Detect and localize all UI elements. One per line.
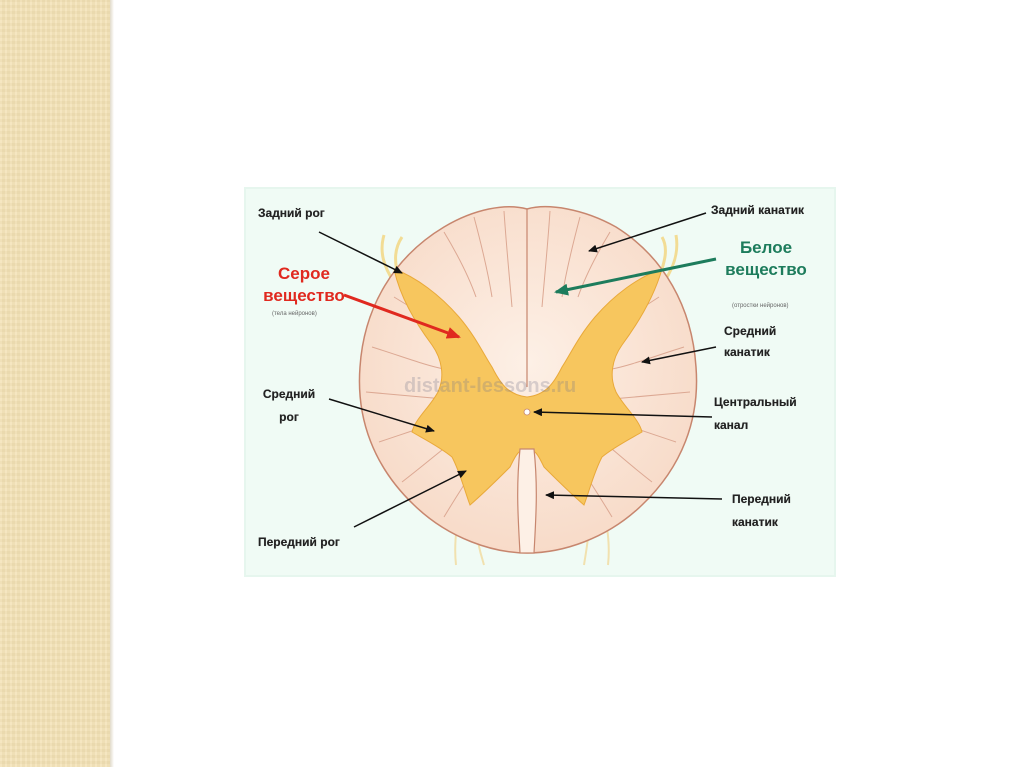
spinal-cord-illustration bbox=[318, 206, 723, 566]
label-white-matter-note: (отростки нейронов) bbox=[732, 303, 789, 309]
side-band-shadow bbox=[110, 0, 114, 767]
anterior-median-fissure bbox=[517, 448, 537, 554]
arrow-posterior-horn bbox=[318, 231, 403, 274]
arrow-middle-horn bbox=[328, 398, 435, 433]
spinal-cord-diagram: distant-lessons.ru Задний рог Серое веще… bbox=[244, 187, 836, 577]
label-central-canal: Центральный канал bbox=[714, 395, 797, 433]
label-anterior-funiculus-line2: канатик bbox=[732, 515, 778, 529]
label-middle-funiculus-line2: канатик bbox=[724, 345, 770, 359]
label-white-matter-line2: вещество bbox=[725, 260, 807, 279]
label-middle-horn: Средний рог bbox=[256, 387, 322, 425]
label-gray-matter-line2: вещество bbox=[263, 286, 345, 305]
label-middle-horn-line2: рог bbox=[279, 410, 299, 424]
label-anterior-funiculus-line1: Передний bbox=[732, 492, 791, 506]
arrow-gray-matter bbox=[343, 293, 461, 339]
pointer-arrows bbox=[318, 212, 723, 528]
label-gray-matter-line1: Серое bbox=[278, 264, 330, 283]
label-white-matter-line1: Белое bbox=[739, 238, 793, 257]
gray-matter-shape bbox=[393, 268, 663, 506]
label-white-matter: Белое вещество bbox=[716, 237, 816, 281]
watermark: distant-lessons.ru bbox=[404, 375, 577, 397]
arrow-central-canal bbox=[533, 408, 713, 418]
central-canal-dot bbox=[523, 408, 531, 416]
label-middle-funiculus-line1: Средний bbox=[724, 324, 777, 338]
arrow-middle-funiculus bbox=[641, 346, 717, 365]
label-posterior-horn: Задний рог bbox=[258, 206, 325, 220]
decorative-side-band bbox=[0, 0, 110, 767]
arrow-anterior-horn bbox=[353, 470, 467, 528]
label-gray-matter-note: (тела нейронов) bbox=[272, 311, 317, 317]
arrow-posterior-funiculus bbox=[588, 212, 707, 253]
label-central-canal-line2: канал bbox=[714, 418, 749, 432]
arrow-anterior-funiculus bbox=[545, 491, 723, 500]
label-middle-funiculus: Средний канатик bbox=[724, 324, 776, 360]
label-gray-matter: Серое вещество bbox=[258, 263, 350, 307]
label-anterior-horn: Передний рог bbox=[258, 535, 340, 549]
label-posterior-funiculus: Задний канатик bbox=[711, 203, 805, 217]
label-middle-horn-line1: Средний bbox=[262, 387, 316, 401]
arrow-white-matter bbox=[554, 257, 717, 296]
label-central-canal-line1: Центральный bbox=[714, 395, 797, 409]
label-anterior-funiculus: Передний канатик bbox=[732, 492, 791, 530]
